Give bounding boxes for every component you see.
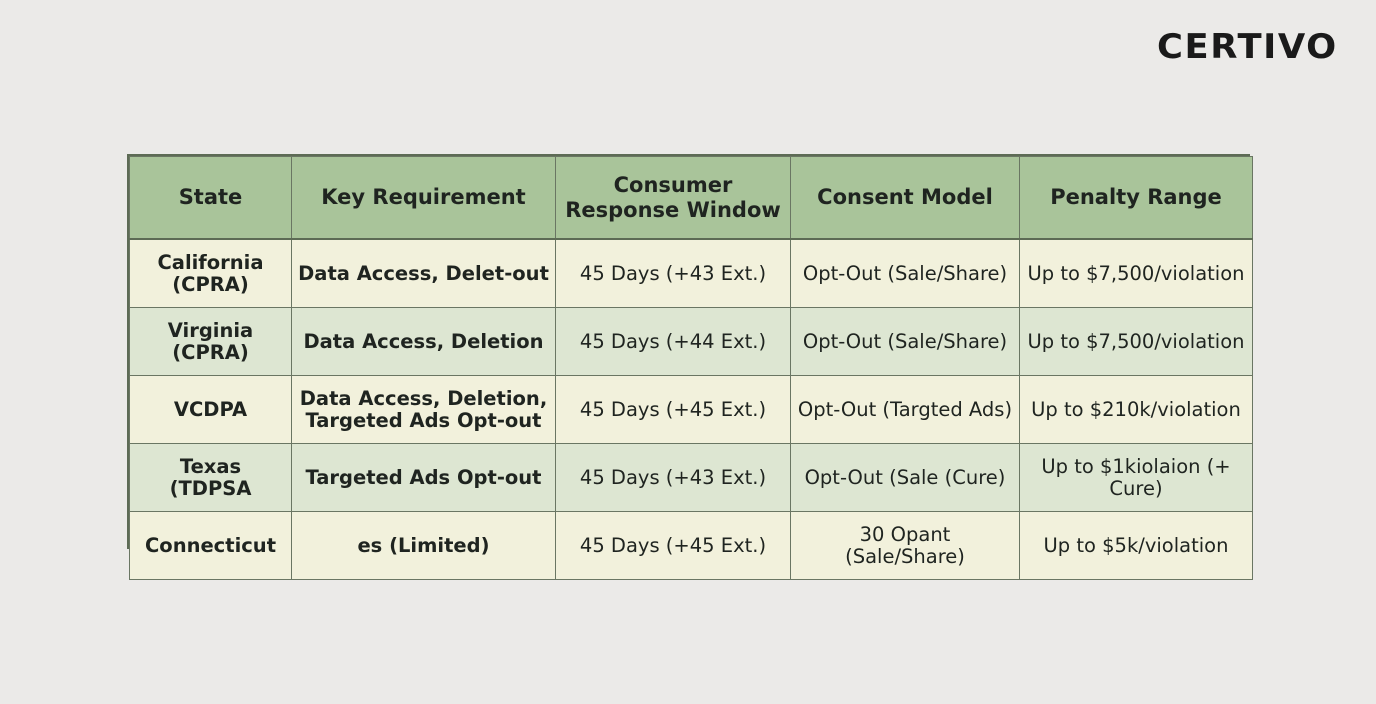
- cell-response-window: 45 Days (+43 Ext.): [555, 443, 791, 512]
- cell-consent-model: Opt-Out (Sale/Share): [790, 238, 1020, 308]
- cell-key-requirement: Data Access, Deletion: [291, 307, 556, 376]
- cell-response-window: 45 Days (+44 Ext.): [555, 307, 791, 376]
- cell-state: VCDPA: [129, 375, 292, 444]
- cell-key-requirement: Data Access, Deletion, Targeted Ads Opt-…: [291, 375, 556, 444]
- column-header-key-requirement: Key Requirement: [291, 156, 556, 240]
- cell-key-requirement: Targeted Ads Opt-out: [291, 443, 556, 512]
- table-row: Connecticut es (Limited) 45 Days (+45 Ex…: [129, 511, 1253, 580]
- cell-penalty-range: Up to $1kiolaion (+ Cure): [1019, 443, 1253, 512]
- cell-text-line2: Targeted Ads Opt-out: [305, 408, 542, 432]
- column-header-state: State: [129, 156, 292, 240]
- table-header-row: State Key Requirement Consumer Response …: [129, 156, 1253, 240]
- cell-response-window: 45 Days (+45 Ext.): [555, 375, 791, 444]
- cell-penalty-range: Up to $210k/violation: [1019, 375, 1253, 444]
- cell-consent-model: Opt-Out (Targted Ads): [790, 375, 1020, 444]
- cell-text-line1: Data Access, Delet-out: [298, 261, 549, 285]
- table-row: Texas (TDPSA Targeted Ads Opt-out 45 Day…: [129, 443, 1253, 512]
- cell-consent-model: Opt-Out (Sale/Share): [790, 307, 1020, 376]
- cell-consent-model: Opt-Out (Sale (Cure): [790, 443, 1020, 512]
- cell-state: Texas (TDPSA: [129, 443, 292, 512]
- cell-penalty-range: Up to $7,500/violation: [1019, 307, 1253, 376]
- cell-text-line1: Data Access, Deletion,: [299, 387, 548, 411]
- cell-response-window: 45 Days (+45 Ext.): [555, 511, 791, 580]
- cell-penalty-range: Up to $5k/violation: [1019, 511, 1253, 580]
- table-row: Virginia (CPRA) Data Access, Deletion 45…: [129, 307, 1253, 376]
- column-header-line2: Response Window: [565, 197, 781, 222]
- table-row: California (CPRA) Data Access, Delet-out…: [129, 238, 1253, 308]
- certivo-logo: CERTIVO: [1157, 27, 1338, 67]
- cell-text-line1: Data Access, Deletion: [303, 329, 544, 353]
- cell-penalty-range: Up to $7,500/violation: [1019, 238, 1253, 308]
- column-header-consent-model: Consent Model: [790, 156, 1020, 240]
- column-header-penalty-range: Penalty Range: [1019, 156, 1253, 240]
- cell-key-requirement: es (Limited): [291, 511, 556, 580]
- cell-response-window: 45 Days (+43 Ext.): [555, 238, 791, 308]
- compliance-table: State Key Requirement Consumer Response …: [129, 156, 1253, 580]
- state-privacy-comparison-table: State Key Requirement Consumer Response …: [127, 154, 1253, 580]
- table-row: VCDPA Data Access, Deletion, Targeted Ad…: [129, 375, 1253, 444]
- cell-state: Connecticut: [129, 511, 292, 580]
- cell-consent-model: 30 Opant (Sale/Share): [790, 511, 1020, 580]
- table-header: State Key Requirement Consumer Response …: [129, 156, 1253, 240]
- cell-state: California (CPRA): [129, 238, 292, 308]
- cell-text-line1: Targeted Ads Opt-out: [305, 465, 542, 489]
- cell-state: Virginia (CPRA): [129, 307, 292, 376]
- cell-key-requirement: Data Access, Delet-out: [291, 238, 556, 308]
- table-body: California (CPRA) Data Access, Delet-out…: [129, 238, 1253, 580]
- column-header-consumer-response-window: Consumer Response Window: [555, 156, 791, 240]
- column-header-line1: Consumer: [613, 173, 733, 198]
- cell-text-line1: es (Limited): [357, 533, 490, 557]
